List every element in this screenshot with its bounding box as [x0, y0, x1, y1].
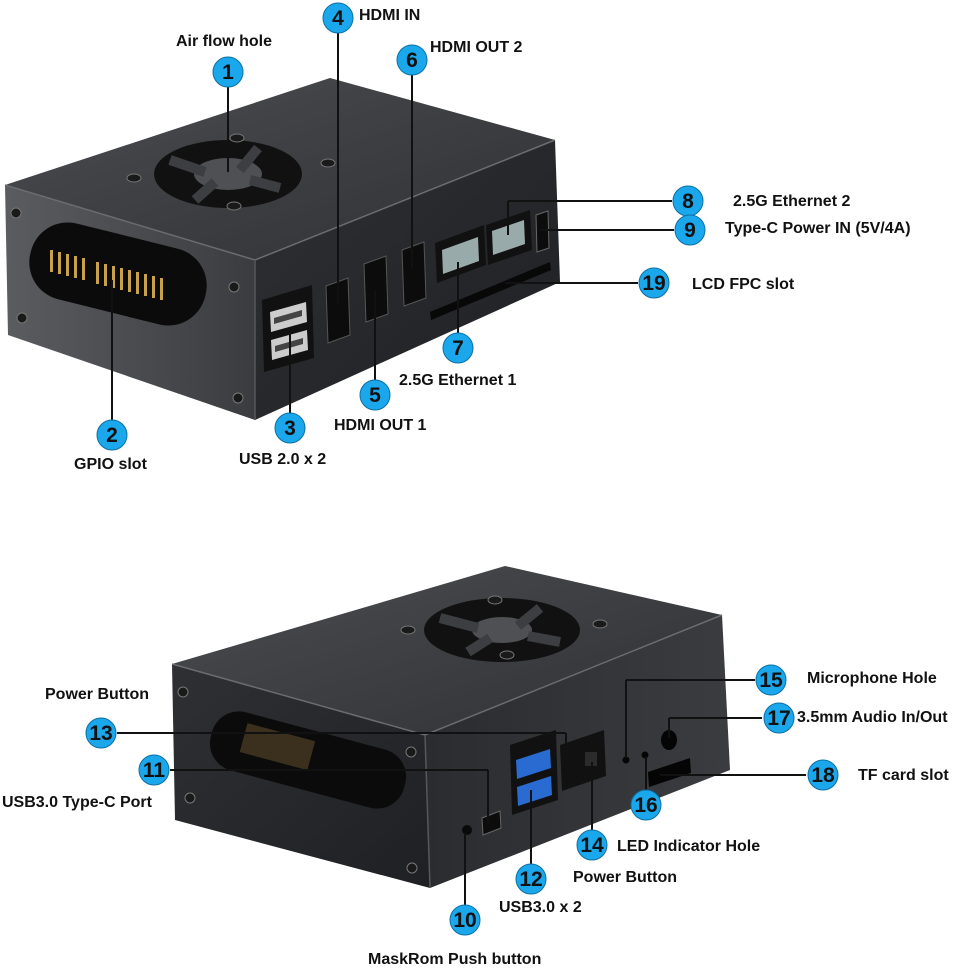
callout-badge-5: 5	[359, 379, 391, 411]
callout-circle	[96, 419, 128, 451]
typec-power-port	[535, 210, 550, 253]
audio-jack	[661, 730, 677, 750]
callout-number: 12	[519, 868, 542, 891]
callout-badge-18: 18	[807, 759, 839, 791]
callout-badge-11: 11	[138, 754, 170, 786]
callout-circle	[138, 754, 170, 786]
callout-badge-16: 16	[630, 789, 662, 821]
label-hdmi-out-1: HDMI OUT 1	[334, 417, 427, 434]
usb2-ports	[262, 285, 314, 372]
callout-badge-10: 10	[449, 904, 481, 936]
callout-badge-1: 1	[212, 56, 244, 88]
label-air-flow-hole: Air flow hole	[176, 33, 272, 50]
callout-number: 19	[642, 272, 665, 295]
maskrom-hole	[462, 825, 472, 835]
callout-number: 4	[332, 7, 344, 30]
callout-number: 13	[89, 722, 112, 745]
label-microphone-hole: Microphone Hole	[807, 670, 937, 687]
microphone-hole	[622, 756, 630, 764]
callout-badge-14: 14	[576, 829, 608, 861]
led-indicator-hole	[641, 751, 649, 759]
callout-badge-17: 17	[763, 702, 795, 734]
hdmi-ports	[325, 241, 427, 344]
label-led-indicator-hole: LED Indicator Hole	[617, 838, 761, 855]
callout-circle	[396, 44, 428, 76]
callout-circle	[442, 332, 474, 364]
label-tf-card-slot: TF card slot	[858, 767, 949, 784]
callout-circle	[212, 56, 244, 88]
fan-icon	[424, 598, 580, 662]
label-hdmi-in: HDMI IN	[359, 7, 421, 24]
label-usb3-x2: USB3.0 x 2	[499, 899, 582, 916]
callout-circle	[576, 829, 608, 861]
callout-number: 8	[682, 190, 694, 213]
callout-number: 2	[106, 424, 118, 447]
label-hdmi-out-2: HDMI OUT 2	[430, 39, 523, 56]
usb3-ports	[510, 730, 558, 815]
callout-number: 6	[406, 49, 418, 72]
leader-lines	[111, 33, 806, 905]
label-usb2: USB 2.0 x 2	[239, 451, 327, 468]
callout-number: 5	[369, 384, 381, 407]
label-maskrom-button: MaskRom Push button	[368, 951, 542, 968]
callout-circle	[674, 214, 706, 246]
screw-icon	[177, 595, 608, 874]
callout-circle	[449, 904, 481, 936]
label-lcd-fpc-slot: LCD FPC slot	[692, 276, 795, 293]
callout-number: 18	[811, 764, 835, 787]
callout-badge-12: 12	[515, 863, 547, 895]
callout-badge-3: 3	[274, 412, 306, 444]
callout-number: 11	[143, 759, 166, 782]
label-power-button-13: Power Button	[45, 686, 149, 703]
callout-number: 15	[759, 669, 783, 692]
callout-badge-2: 2	[96, 419, 128, 451]
power-button-housing	[560, 730, 606, 791]
label-gpio-slot: GPIO slot	[74, 456, 147, 473]
callout-badge-8: 8	[672, 185, 704, 217]
callout-circle	[763, 702, 795, 734]
callout-badge-7: 7	[442, 332, 474, 364]
callout-badge-9: 9	[674, 214, 706, 246]
enclosure-front-view	[4, 78, 560, 420]
gpio-pins	[50, 250, 163, 300]
callout-number: 17	[767, 707, 790, 730]
screw-icon	[10, 133, 336, 404]
callout-circle	[322, 2, 354, 34]
callout-number: 16	[634, 794, 657, 817]
label-power-button-14: Power Button	[573, 869, 677, 886]
callout-circle	[630, 789, 662, 821]
label-usb3-typec: USB3.0 Type-C Port	[2, 794, 152, 811]
callout-number: 3	[284, 417, 296, 440]
label-typec-power-in: Type-C Power IN (5V/4A)	[725, 220, 911, 237]
callout-badge-15: 15	[755, 664, 787, 696]
lcd-fpc-slot	[430, 262, 551, 320]
callout-badge-13: 13	[85, 717, 117, 749]
callout-circle	[755, 664, 787, 696]
callout-badge-6: 6	[396, 44, 428, 76]
callout-badge-19: 19	[638, 267, 670, 299]
tf-card-slot	[648, 758, 691, 787]
callout-circle	[638, 267, 670, 299]
callout-circle	[515, 863, 547, 895]
callout-circle	[274, 412, 306, 444]
callout-circle	[807, 759, 839, 791]
label-audio-in-out: 3.5mm Audio In/Out	[797, 709, 948, 726]
callout-circle	[359, 379, 391, 411]
label-ethernet-1: 2.5G Ethernet 1	[399, 372, 517, 389]
fan-icon	[154, 140, 302, 208]
callout-number: 10	[453, 909, 476, 932]
callout-number: 9	[684, 219, 696, 242]
label-ethernet-2: 2.5G Ethernet 2	[733, 193, 851, 210]
callout-number: 1	[222, 61, 234, 84]
callout-number: 14	[580, 834, 604, 857]
usb3-typec-port	[481, 810, 502, 836]
callout-circle	[85, 717, 117, 749]
ethernet-ports	[435, 210, 532, 283]
callout-number: 7	[452, 337, 464, 360]
enclosure-back-view	[171, 566, 730, 889]
callout-badge-4: 4	[322, 2, 354, 34]
